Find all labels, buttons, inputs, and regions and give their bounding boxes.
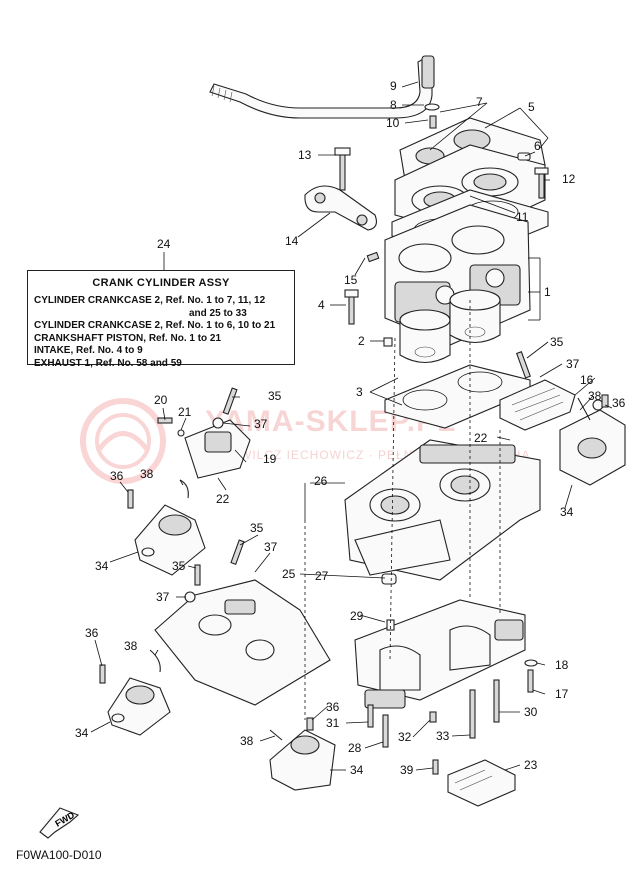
callout-7: 7 <box>476 95 483 109</box>
callout-14: 14 <box>285 234 299 248</box>
callout-numbers: 9 8 10 7 5 6 13 12 11 14 15 1 4 2 35 37 … <box>75 79 626 777</box>
callout-35: 35 <box>250 521 264 535</box>
callout-12: 12 <box>562 172 576 186</box>
callout-34: 34 <box>75 726 89 740</box>
callout-1: 1 <box>544 285 551 299</box>
cover-plate <box>447 759 516 807</box>
callout-35: 35 <box>172 559 186 573</box>
callout-9: 9 <box>390 79 397 93</box>
callout-2: 2 <box>358 334 365 348</box>
exhaust-joint-right <box>559 399 626 486</box>
callout-5: 5 <box>528 100 535 114</box>
callout-36: 36 <box>612 396 626 410</box>
callout-8: 8 <box>390 98 397 112</box>
callout-23: 23 <box>524 758 538 772</box>
cylinder-head <box>394 117 546 236</box>
callout-15: 15 <box>344 273 358 287</box>
callout-33: 33 <box>436 729 450 743</box>
callout-38: 38 <box>588 389 602 403</box>
callout-22: 22 <box>216 492 230 506</box>
callout-21: 21 <box>178 405 192 419</box>
callout-36: 36 <box>110 469 124 483</box>
callout-26: 26 <box>314 474 328 488</box>
callout-36: 36 <box>85 626 99 640</box>
callout-34: 34 <box>560 505 574 519</box>
callout-19: 19 <box>263 452 277 466</box>
engine-hanger <box>304 185 377 231</box>
callout-25: 25 <box>282 567 296 581</box>
callout-4: 4 <box>318 298 325 312</box>
callout-37: 37 <box>566 357 580 371</box>
callout-24: 24 <box>157 237 171 251</box>
engine-mount-plate <box>154 579 331 706</box>
callout-29: 29 <box>350 609 364 623</box>
info-box-line: INTAKE, Ref. No. 4 to 9 <box>34 345 143 356</box>
engine-mount-lower-left <box>107 677 171 736</box>
callout-39: 39 <box>400 763 414 777</box>
info-box-line: EXHAUST 1, Ref. No. 58 and 59 <box>34 357 182 369</box>
callout-17: 17 <box>555 687 569 701</box>
crank-cylinder-assy-box: CRANK CYLINDER ASSY CYLINDER CRANKCASE 2… <box>27 270 295 369</box>
callout-38: 38 <box>240 734 254 748</box>
info-box-line: CRANKSHAFT PISTON, Ref. No. 1 to 21 <box>34 332 222 344</box>
callout-37: 37 <box>264 540 278 554</box>
callout-6: 6 <box>534 139 541 153</box>
callout-16: 16 <box>580 373 594 387</box>
callout-37: 37 <box>156 590 170 604</box>
diagram-code: F0WA100-D010 <box>16 848 102 862</box>
reed-valve <box>499 379 576 431</box>
callout-27: 27 <box>315 569 329 583</box>
callout-28: 28 <box>348 741 362 755</box>
callout-32: 32 <box>398 730 412 744</box>
info-box-line: and 25 to 33 <box>189 307 247 319</box>
breather-hose <box>209 55 435 119</box>
callout-31: 31 <box>326 716 340 730</box>
callout-36: 36 <box>326 700 340 714</box>
callout-11: 11 <box>516 210 529 224</box>
info-box-title: CRANK CYLINDER ASSY <box>92 277 230 289</box>
callout-35: 35 <box>550 335 564 349</box>
callout-18: 18 <box>555 658 569 672</box>
mount-bracket-19 <box>184 419 251 479</box>
reference-lines <box>304 300 501 720</box>
upper-crankcase <box>344 439 541 581</box>
callout-20: 20 <box>154 393 168 407</box>
info-box-line: CYLINDER CRANKCASE 2, Ref. No. 1 to 6, 1… <box>34 320 276 331</box>
callout-38: 38 <box>124 639 138 653</box>
callout-3: 3 <box>356 385 363 399</box>
callout-22: 22 <box>474 431 488 445</box>
lower-crankcase <box>354 599 526 709</box>
pistons <box>399 289 501 364</box>
callout-10: 10 <box>386 116 400 130</box>
fasteners <box>99 103 609 775</box>
callout-35: 35 <box>268 389 282 403</box>
callout-38: 38 <box>140 467 154 481</box>
callout-34: 34 <box>95 559 109 573</box>
fwd-arrow: FWD <box>39 807 80 839</box>
engine-mount-upper-left <box>134 504 206 576</box>
engine-mount-bottom <box>269 729 336 791</box>
callout-30: 30 <box>524 705 538 719</box>
callout-13: 13 <box>298 148 312 162</box>
info-box-line: CYLINDER CRANKCASE 2, Ref. No. 1 to 7, 1… <box>34 295 266 306</box>
callout-37: 37 <box>254 417 268 431</box>
leader-lines <box>90 81 613 771</box>
callout-34: 34 <box>350 763 364 777</box>
